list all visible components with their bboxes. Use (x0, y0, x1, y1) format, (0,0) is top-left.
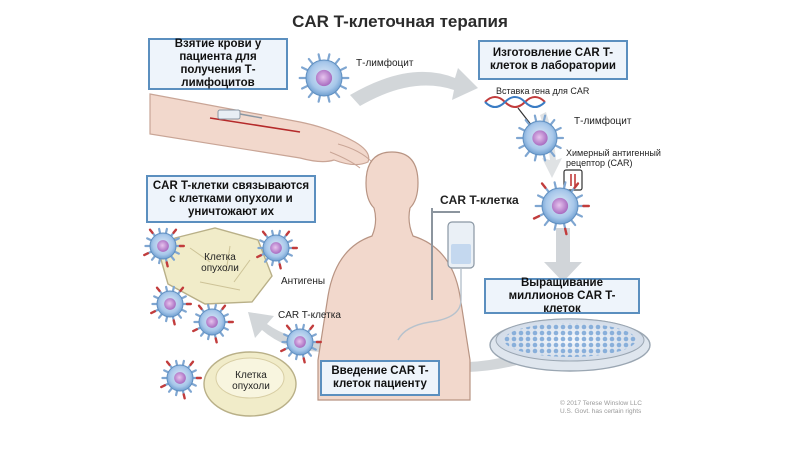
car-t-cell-attack-5 (280, 323, 322, 364)
cell-layer (143, 53, 590, 400)
gene-insert-label: Вставка гена для CAR (496, 86, 590, 96)
gene-insert-icon (484, 96, 546, 127)
patient-silhouette (317, 151, 471, 401)
step-grow: Выращивание миллионов CAR T-клеток (484, 277, 640, 315)
tumor-cell-small (203, 351, 297, 417)
car-t-cell-attack-4 (192, 303, 235, 344)
car-t-cell-attack-3 (150, 285, 193, 326)
car-t-cell-attack-1 (143, 227, 186, 268)
t-lymphocyte-label: Т-лимфоцит (356, 58, 414, 69)
car-receptor-label: Химерный антигенный рецептор (CAR) (566, 148, 661, 168)
t-lymphocyte-cell-lab (515, 114, 565, 162)
step-blood-draw: Взятие крови у пациента для получения Т-… (148, 38, 288, 90)
step-manufacture: Изготовление CAR T-клеток в лаборатории (478, 40, 628, 80)
step-bind: CAR T-клетки связываются с клетками опух… (146, 175, 316, 223)
arrow-to-grow (544, 228, 582, 282)
tumor-cell-label-1: Клетка опухоли (201, 252, 239, 274)
step-infuse: Введение CAR T-клеток пациенту (320, 360, 440, 396)
copyright-notice: © 2017 Terese Winslow LLC U.S. Govt. has… (560, 400, 642, 416)
car-t-cell-attack-2 (256, 229, 298, 270)
t-lymphocyte-cell (298, 53, 350, 103)
antigens-label: Антигены (281, 276, 326, 287)
car-t-cell-small-label: CAR T-клетка (278, 310, 341, 321)
copyright-line-1: © 2017 Terese Winslow LLC (560, 400, 642, 407)
tumor-cell-large (159, 227, 273, 305)
copyright-line-2: U.S. Govt. has certain rights (560, 408, 642, 415)
tumor-cell-label-2: Клетка опухоли (232, 370, 270, 392)
iv-drip (397, 208, 475, 341)
car-t-cell-label: CAR T-клетка (440, 193, 519, 207)
diagram-title: CAR T-клеточная терапия (292, 12, 508, 31)
t-lymphocyte-label-2: Т-лимфоцит (574, 116, 632, 127)
car-t-cell (532, 181, 590, 236)
car-receptor-icon (563, 169, 583, 191)
arrow-to-lab (350, 68, 478, 106)
culture-dish (489, 318, 651, 372)
patient-arm (149, 93, 373, 169)
car-t-cell-attack-6 (160, 359, 203, 400)
